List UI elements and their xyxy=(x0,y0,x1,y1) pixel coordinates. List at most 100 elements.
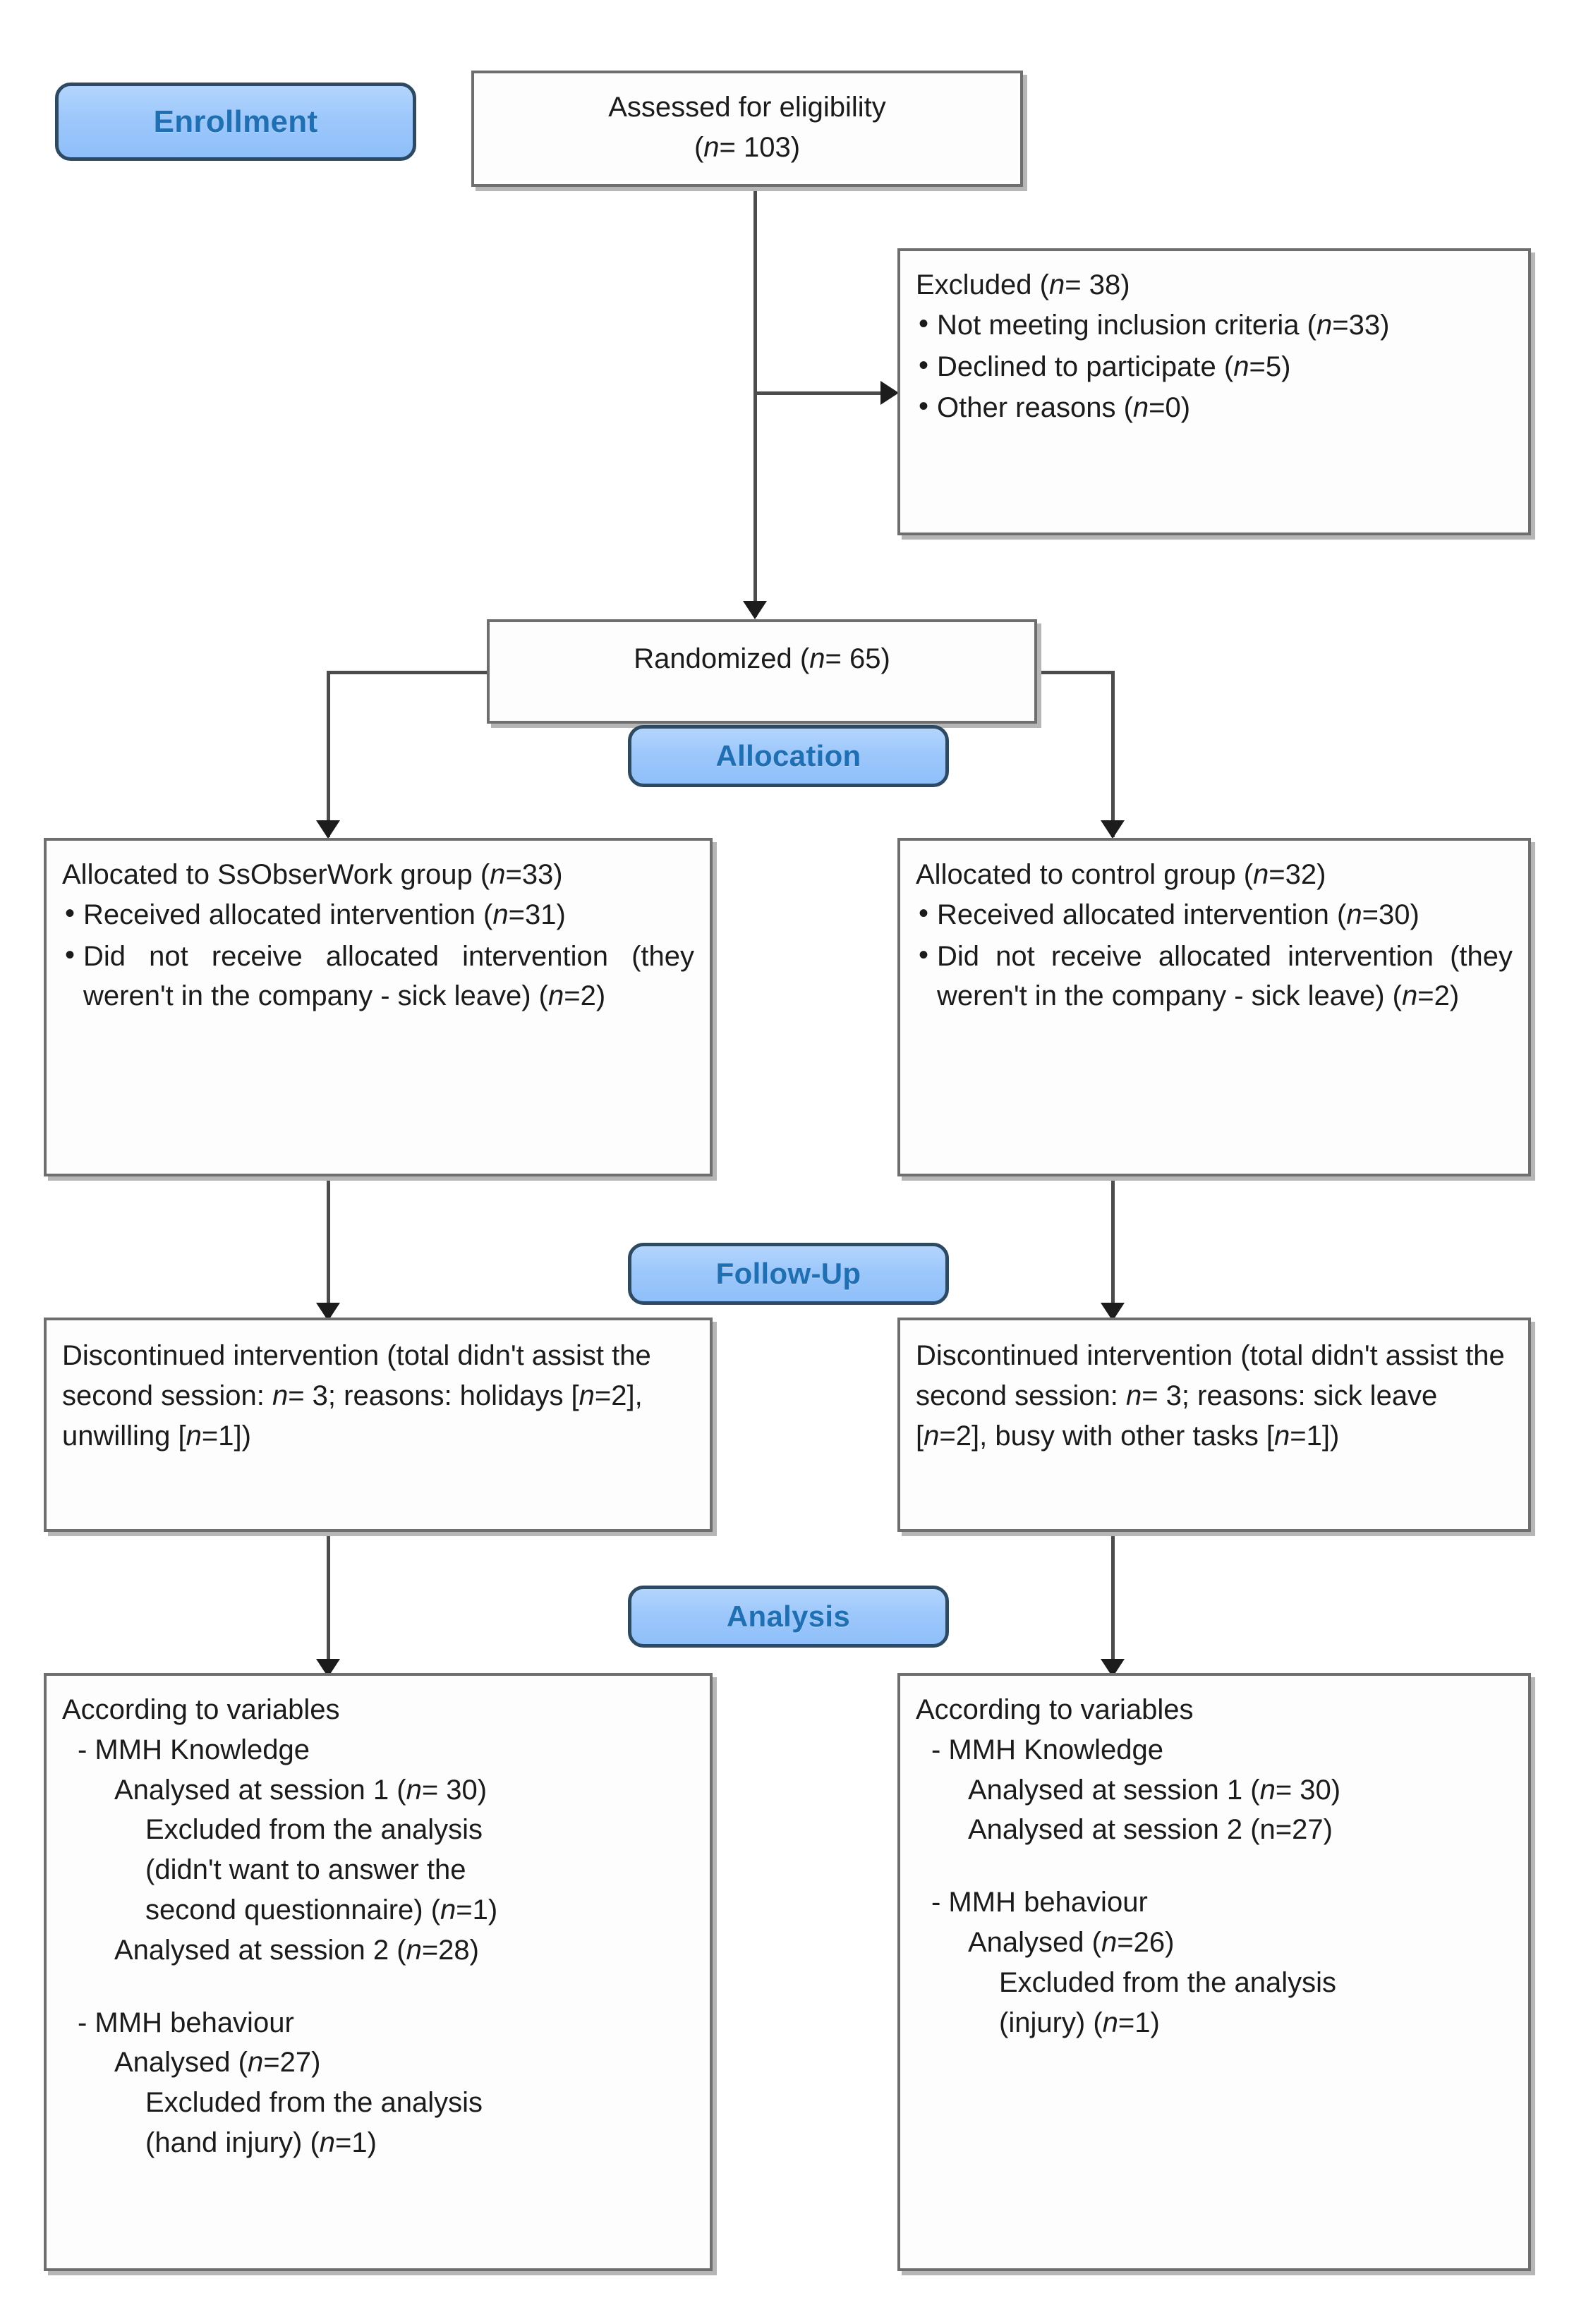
stage-label-enrollment: Enrollment xyxy=(153,104,318,139)
analysis-right-line: - MMH Knowledge xyxy=(931,1734,1164,1765)
box-allocation-control: Allocated to control group (n=32) Receiv… xyxy=(897,838,1535,1181)
analysis-right-line: Analysed (n=26) xyxy=(968,1926,1175,1958)
italic-n: n xyxy=(1402,980,1418,1012)
excluded-reason-list: Not meeting inclusion criteria (n=33) De… xyxy=(916,304,1513,428)
box-randomized: Randomized (n= 65) xyxy=(487,619,1041,728)
box-content: Discontinued intervention (total didn't … xyxy=(47,1320,710,1529)
italic-n: n xyxy=(1346,899,1362,930)
italic-n: n xyxy=(490,859,506,890)
arrowhead-to-excluded xyxy=(880,381,899,405)
box-content: Excluded (n= 38) Not meeting inclusion c… xyxy=(900,251,1528,533)
list-item: Other reasons (n=0) xyxy=(916,387,1513,428)
box-frame: Assessed for eligibility (n= 103) xyxy=(471,71,1023,187)
allocation-left-list: Received allocated intervention (n=31) D… xyxy=(62,894,694,1017)
list-item: Received allocated intervention (n=30) xyxy=(916,894,1513,935)
connector-randomized-split-right xyxy=(1034,671,1115,674)
stage-badge-allocation: Allocation xyxy=(628,725,949,787)
analysis-left-line: Analysed at session 2 (n=28) xyxy=(114,1934,479,1966)
italic-n: n xyxy=(809,643,825,674)
box-content: According to variables - MMH Knowledge A… xyxy=(900,1676,1528,2268)
italic-n: n xyxy=(186,1420,202,1452)
analysis-left-line: - MMH behaviour xyxy=(78,2007,294,2038)
list-item: Received allocated intervention (n=31) xyxy=(62,894,694,935)
box-content: Allocated to SsObserWork group (n=33) Re… xyxy=(47,841,710,1174)
analysis-left-line: Analysed at session 1 (n= 30) xyxy=(114,1774,488,1806)
box-frame: Discontinued intervention (total didn't … xyxy=(897,1318,1531,1532)
randomized-label: Randomized (n= 65) xyxy=(634,643,890,674)
analysis-left-heading: According to variables xyxy=(62,1694,340,1725)
box-content: Randomized (n= 65) xyxy=(490,622,1034,721)
italic-n: n xyxy=(1101,1926,1118,1958)
box-frame: Excluded (n= 38) Not meeting inclusion c… xyxy=(897,248,1531,535)
box-excluded: Excluded (n= 38) Not meeting inclusion c… xyxy=(897,248,1535,540)
box-frame: Allocated to SsObserWork group (n=33) Re… xyxy=(44,838,713,1176)
box-content: Assessed for eligibility (n= 103) xyxy=(474,73,1020,184)
box-followup-control: Discontinued intervention (total didn't … xyxy=(897,1318,1535,1536)
italic-n: n xyxy=(1048,269,1065,300)
arrowhead-to-allocation-right xyxy=(1101,820,1125,839)
italic-n: n xyxy=(1316,309,1333,341)
stage-badge-analysis: Analysis xyxy=(628,1586,949,1648)
assessed-line-2: (n= 103) xyxy=(694,131,801,163)
connector-allocation-left-to-followup xyxy=(327,1181,330,1315)
italic-n: n xyxy=(703,131,720,163)
connector-randomized-right-down xyxy=(1111,671,1115,837)
analysis-left-line: Excluded from the analysis xyxy=(145,1814,483,1846)
box-frame: According to variables - MMH Knowledge A… xyxy=(897,1673,1531,2271)
italic-n: n xyxy=(272,1380,289,1411)
analysis-left-line: Analysed (n=27) xyxy=(114,2047,321,2079)
italic-n: n xyxy=(1253,859,1269,890)
box-analysis-control: According to variables - MMH Knowledge A… xyxy=(897,1673,1535,2275)
box-frame: Allocated to control group (n=32) Receiv… xyxy=(897,838,1531,1176)
box-content: According to variables - MMH Knowledge A… xyxy=(47,1676,710,2268)
box-assessed-for-eligibility: Assessed for eligibility (n= 103) xyxy=(471,71,1027,191)
italic-n: n xyxy=(1259,1774,1276,1806)
italic-n: n xyxy=(1132,392,1149,424)
box-content: Discontinued intervention (total didn't … xyxy=(900,1320,1528,1529)
box-followup-intervention: Discontinued intervention (total didn't … xyxy=(44,1318,717,1536)
analysis-right-line: Analysed at session 2 (n=27) xyxy=(968,1814,1333,1846)
italic-n: n xyxy=(406,1774,422,1806)
italic-n: n xyxy=(440,1894,456,1925)
list-item: Did not receive allocated intervention (… xyxy=(62,935,694,1017)
box-analysis-intervention: According to variables - MMH Knowledge A… xyxy=(44,1673,717,2275)
followup-right-text: Discontinued intervention (total didn't … xyxy=(916,1340,1505,1452)
connector-randomized-left-down xyxy=(327,671,330,837)
box-content: Allocated to control group (n=32) Receiv… xyxy=(900,841,1528,1174)
italic-n: n xyxy=(247,2047,264,2079)
stage-badge-enrollment: Enrollment xyxy=(55,83,416,161)
stage-badge-followup: Follow-Up xyxy=(628,1243,949,1305)
box-frame: According to variables - MMH Knowledge A… xyxy=(44,1673,713,2271)
connector-randomized-split-left xyxy=(327,671,490,674)
stage-label-analysis: Analysis xyxy=(726,1600,851,1633)
italic-n: n xyxy=(1233,351,1249,382)
list-item: Declined to participate (n=5) xyxy=(916,346,1513,387)
analysis-right-line: Excluded from the analysis xyxy=(999,1966,1337,1998)
italic-n: n xyxy=(1274,1420,1290,1452)
excluded-heading: Excluded (n= 38) xyxy=(916,269,1130,300)
italic-n: n xyxy=(1102,2007,1118,2038)
italic-n: n xyxy=(319,2127,336,2158)
connector-followup-right-to-analysis xyxy=(1111,1536,1115,1670)
allocation-left-heading: Allocated to SsObserWork group (n=33) xyxy=(62,859,563,890)
box-frame: Discontinued intervention (total didn't … xyxy=(44,1318,713,1532)
allocation-right-list: Received allocated intervention (n=30) D… xyxy=(916,894,1513,1016)
box-frame: Randomized (n= 65) xyxy=(487,619,1037,724)
analysis-right-line: (injury) (n=1) xyxy=(999,2007,1160,2038)
analysis-right-line: - MMH behaviour xyxy=(931,1887,1148,1918)
followup-left-text: Discontinued intervention (total didn't … xyxy=(62,1340,651,1452)
italic-n: n xyxy=(1125,1380,1142,1411)
connector-allocation-right-to-followup xyxy=(1111,1181,1115,1315)
analysis-left-line: (didn't want to answer the xyxy=(145,1854,466,1886)
analysis-left-line: second questionnaire) (n=1) xyxy=(145,1894,498,1925)
connector-to-excluded xyxy=(753,391,895,395)
analysis-right-heading: According to variables xyxy=(916,1694,1194,1725)
italic-n: n xyxy=(924,1420,940,1452)
list-item: Not meeting inclusion criteria (n=33) xyxy=(916,304,1513,346)
italic-n: n xyxy=(492,899,509,930)
connector-assessed-to-randomized xyxy=(753,187,757,617)
italic-n: n xyxy=(406,1934,422,1966)
stage-label-allocation: Allocation xyxy=(715,739,861,772)
analysis-left-line: - MMH Knowledge xyxy=(78,1734,310,1765)
